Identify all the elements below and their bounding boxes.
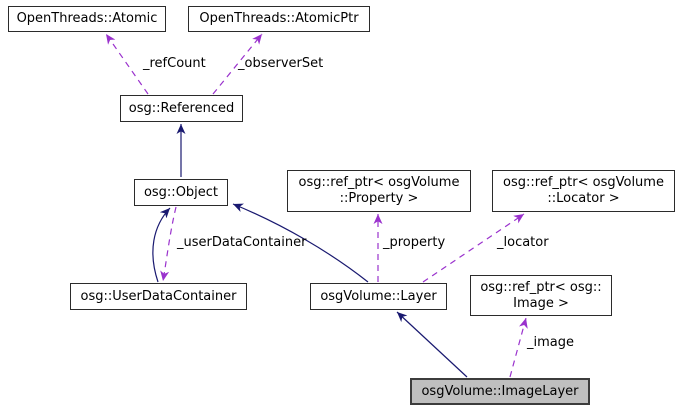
- node-osg-object[interactable]: osg::Object: [134, 179, 228, 206]
- edge-referenced-to-atomic: [105, 33, 149, 95]
- edge-imagelayer-to-image: [509, 317, 528, 378]
- node-ref-ptr-property[interactable]: osg::ref_ptr< osgVolume ::Property >: [287, 170, 471, 212]
- node-ref-ptr-locator[interactable]: osg::ref_ptr< osgVolume ::Locator >: [492, 170, 675, 212]
- node-openthreads-atomicptr[interactable]: OpenThreads::AtomicPtr: [188, 6, 370, 32]
- node-ref-ptr-image[interactable]: osg::ref_ptr< osg:: Image >: [470, 275, 612, 316]
- edge-object-to-userdatacontainer: [160, 206, 177, 282]
- node-osg-userdatacontainer[interactable]: osg::UserDataContainer: [70, 283, 247, 310]
- edge-label-image: _image: [527, 335, 574, 350]
- edge-label-property: _property: [383, 235, 446, 250]
- edge-label-userdatacontainer: _userDataContainer: [177, 235, 307, 250]
- node-openthreads-atomic[interactable]: OpenThreads::Atomic: [8, 6, 166, 32]
- edge-userdatacontainer-to-object: [152, 207, 171, 283]
- edge-label-locator: _locator: [497, 235, 549, 250]
- node-osg-referenced[interactable]: osg::Referenced: [120, 95, 243, 122]
- node-osgvolume-imagelayer: osgVolume::ImageLayer: [410, 378, 590, 405]
- node-osgvolume-layer[interactable]: osgVolume::Layer: [310, 283, 447, 310]
- edge-label-refcount: _refCount: [143, 56, 206, 71]
- edge-label-observerset: _observerSet: [238, 56, 324, 71]
- edge-imagelayer-to-layer: [396, 311, 468, 378]
